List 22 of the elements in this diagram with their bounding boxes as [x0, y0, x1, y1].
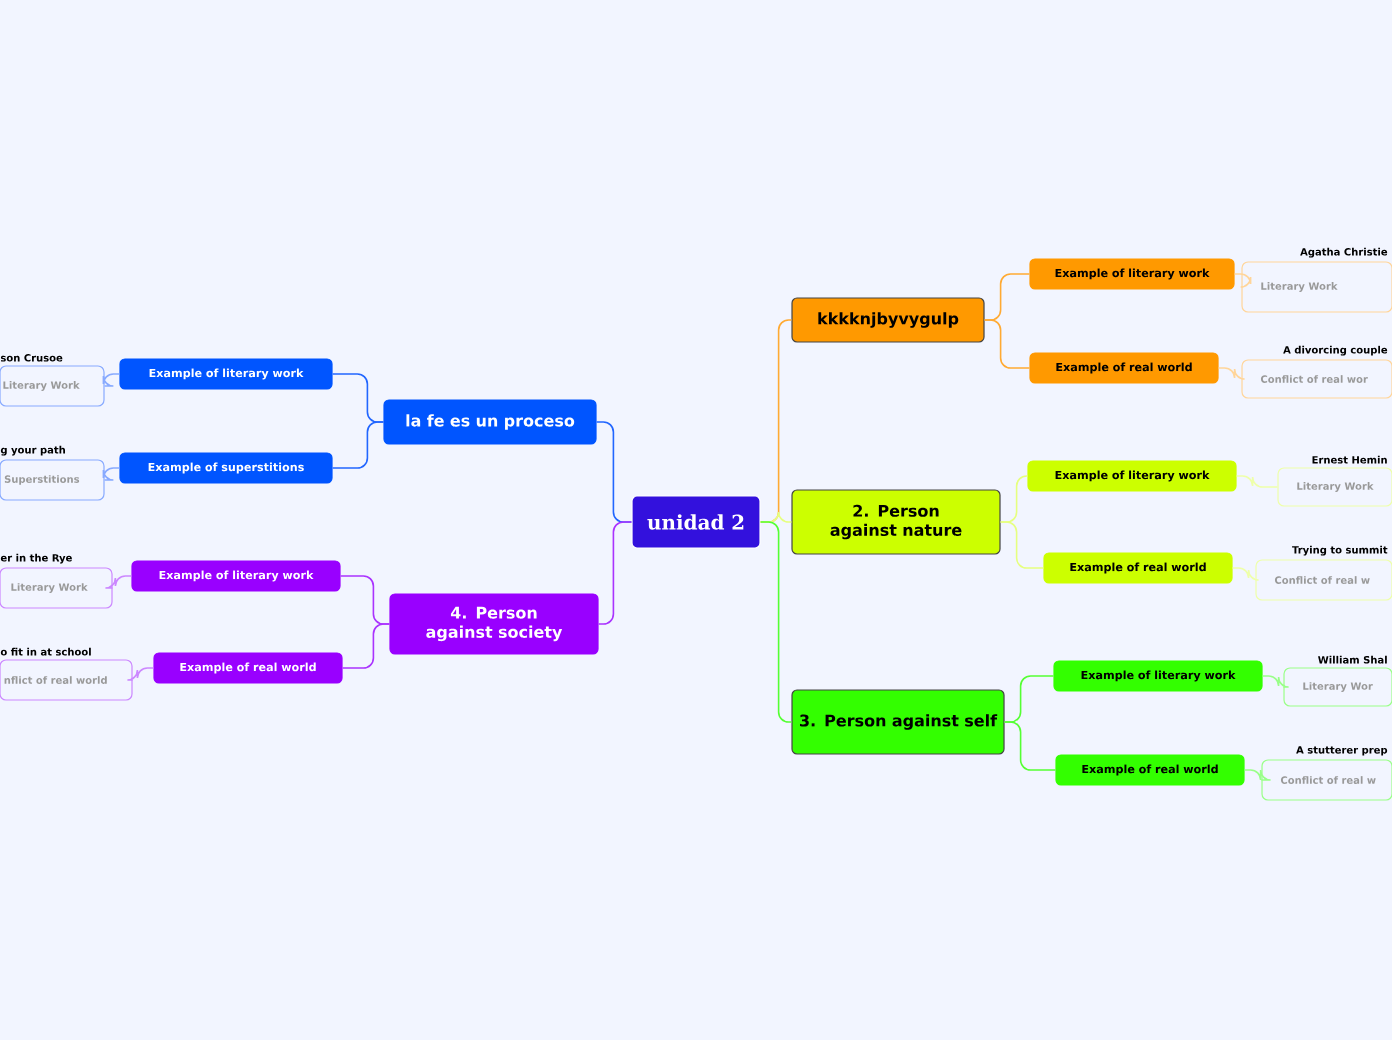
topic-box: kkkknjbyvygulp	[791, 297, 985, 343]
topic-box: la fe es un proceso	[383, 399, 597, 445]
connector-line	[102, 373, 121, 387]
connector-line	[1231, 567, 1260, 581]
topic-box: 3. Person against self	[791, 689, 1005, 755]
central-topic-box: unidad 2	[631, 495, 761, 549]
connector-line	[999, 521, 1045, 569]
connector-line	[983, 319, 1031, 369]
connector-line	[759, 521, 793, 723]
connector-line	[1003, 721, 1057, 771]
connector-line	[331, 421, 385, 469]
connector-line	[1217, 367, 1246, 380]
connector-line	[104, 575, 133, 589]
connector-line	[1233, 273, 1252, 288]
topic-box: 2. Person against nature	[791, 489, 1001, 555]
connector-line	[126, 667, 155, 681]
topic-box: 4. Person against society	[389, 593, 599, 655]
connector-line	[102, 467, 121, 481]
connector-line	[1261, 675, 1290, 688]
connector-line	[341, 623, 391, 669]
connector-line	[1235, 475, 1279, 488]
connector-line	[1243, 769, 1272, 781]
